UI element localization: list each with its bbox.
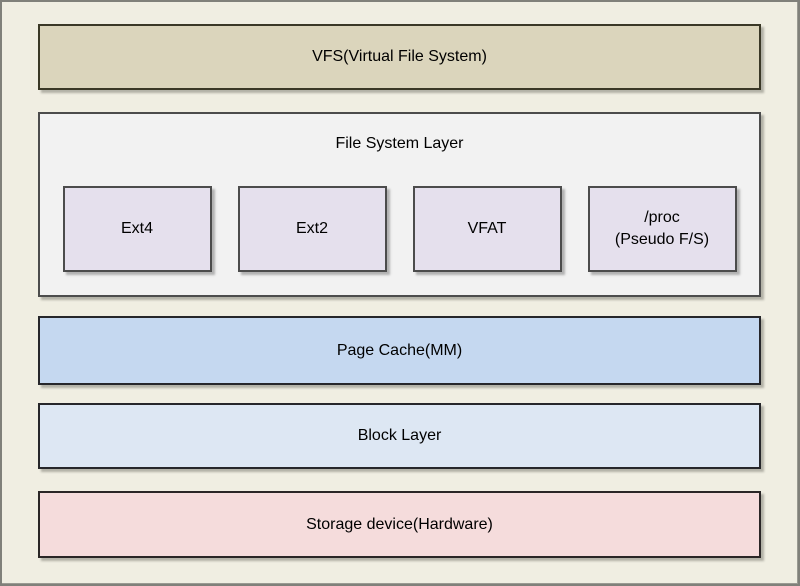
fs-item-vfat-label: VFAT: [467, 220, 507, 238]
fs-item-proc-sublabel: (Pseudo F/S): [614, 231, 710, 248]
fs-item-ext2: Ext2: [237, 186, 387, 272]
file-system-items-row: Ext4 Ext2 VFAT /proc (Pseudo F/S): [40, 186, 759, 272]
fs-item-proc: /proc (Pseudo F/S): [587, 186, 737, 272]
file-system-layer-box: File System Layer Ext4 Ext2 VFAT /proc (…: [38, 112, 761, 297]
page-cache-label: Page Cache(MM): [336, 341, 463, 359]
storage-device-label: Storage device(Hardware): [306, 515, 493, 533]
page-cache-box: Page Cache(MM): [38, 316, 761, 385]
fs-item-ext2-label: Ext2: [295, 220, 328, 238]
vfs-layer-box: VFS(Virtual File System): [38, 24, 761, 90]
vfs-layer-label: VFS(Virtual File System): [312, 48, 487, 65]
file-system-layer-title: File System Layer: [335, 135, 464, 152]
storage-device-box: Storage device(Hardware): [38, 491, 761, 558]
fs-item-vfat: VFAT: [412, 186, 562, 272]
fs-item-proc-label: /proc: [644, 209, 680, 227]
fs-item-ext4-label: Ext4: [120, 220, 153, 238]
block-layer-box: Block Layer: [38, 403, 761, 469]
fs-item-ext4: Ext4: [62, 186, 212, 272]
block-layer-label: Block Layer: [357, 427, 442, 444]
